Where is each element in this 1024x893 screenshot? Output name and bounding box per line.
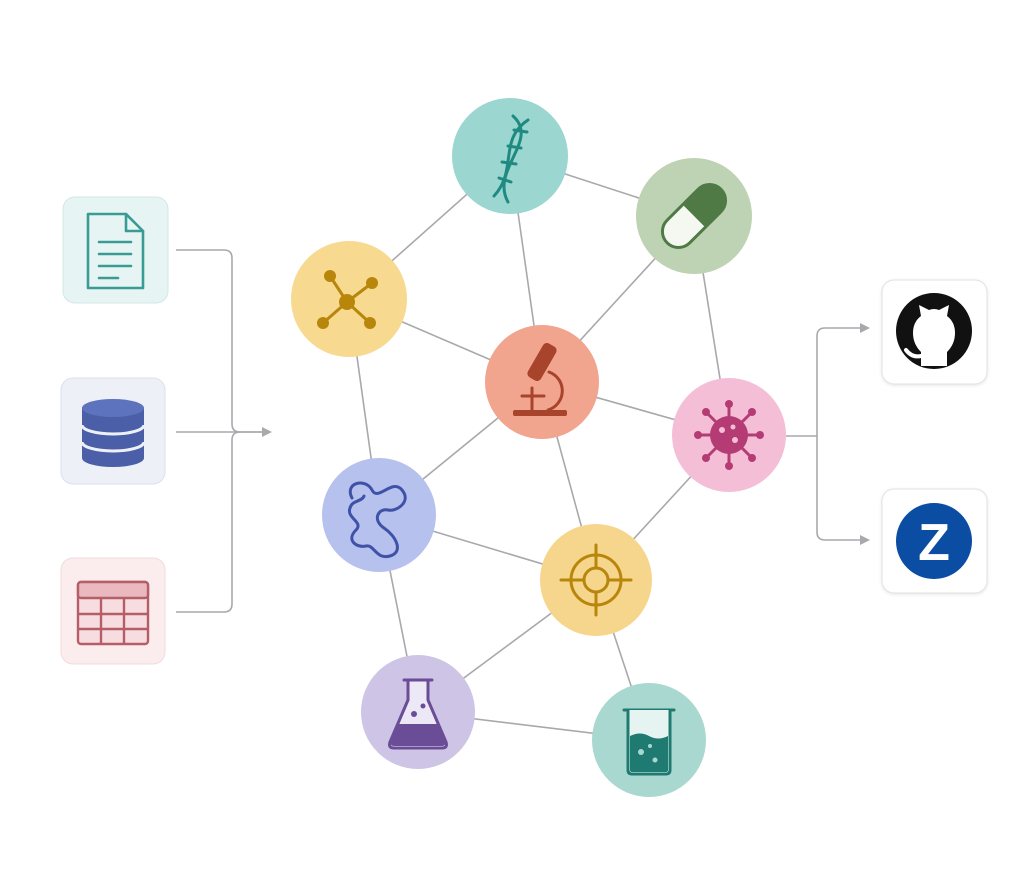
- dna-node[interactable]: [452, 98, 568, 214]
- outputs: Z: [881, 279, 988, 594]
- output-connectors: [786, 323, 870, 545]
- connector-document: [176, 249, 272, 437]
- protein-node[interactable]: [322, 458, 436, 572]
- flask-node[interactable]: [361, 655, 475, 769]
- zenodo-icon: Z: [896, 503, 972, 579]
- target-node[interactable]: [540, 524, 652, 636]
- document-icon: [86, 212, 145, 290]
- database-source-card[interactable]: [60, 377, 166, 485]
- flask-icon: [388, 678, 448, 750]
- microscope-node[interactable]: [485, 325, 599, 439]
- github-output-card[interactable]: [881, 279, 988, 385]
- beaker-node[interactable]: [592, 683, 706, 797]
- document-source-card[interactable]: [62, 196, 169, 304]
- zenodo-letter: Z: [918, 514, 950, 572]
- capsule-icon: [660, 182, 728, 250]
- virus-icon: [694, 400, 764, 470]
- virus-node[interactable]: [672, 378, 786, 492]
- input-sources: [60, 196, 169, 665]
- microscope-icon: [513, 343, 567, 416]
- spreadsheet-source-card[interactable]: [60, 557, 166, 665]
- connector-spreadsheet: [176, 431, 241, 613]
- target-icon: [559, 543, 633, 617]
- input-connectors: [176, 249, 272, 613]
- beaker-icon: [622, 708, 676, 776]
- dna-icon: [492, 114, 530, 204]
- database-icon: [80, 399, 146, 467]
- github-icon: [896, 293, 972, 369]
- molecule-node[interactable]: [291, 241, 407, 357]
- connector-zenodo: [816, 436, 870, 545]
- capsule-node[interactable]: [636, 158, 752, 274]
- connector-github: [816, 323, 870, 436]
- spreadsheet-icon: [76, 580, 150, 646]
- network-nodes: [291, 98, 786, 797]
- zenodo-output-card[interactable]: Z: [881, 488, 988, 594]
- molecule-icon: [317, 270, 378, 329]
- protein-icon: [347, 481, 407, 559]
